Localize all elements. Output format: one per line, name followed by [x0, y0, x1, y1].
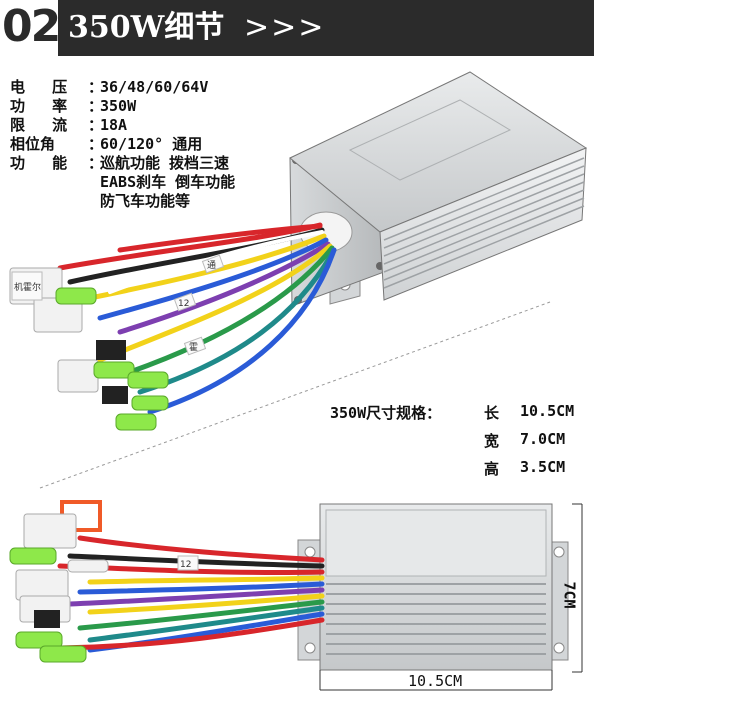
spec-row: 电 压 ：36/48/60/64V — [10, 78, 235, 97]
mount-hole — [553, 546, 565, 558]
divider-line — [39, 301, 551, 489]
bullet-connector — [127, 371, 169, 389]
spec-separator: ： — [88, 135, 104, 153]
housing-top-plate — [325, 509, 547, 577]
wire-tags: 12 — [177, 555, 199, 571]
dimension-value-width: 7.0CM — [520, 430, 566, 448]
spec-value: 350W — [100, 97, 137, 115]
connector-black — [102, 386, 128, 404]
spec-separator: ： — [88, 154, 104, 172]
spec-row: 相位角 ：60/120° 通用 — [10, 135, 235, 154]
spec-label: 相位角 — [10, 135, 56, 153]
bullet-connector — [9, 547, 57, 565]
bullet-connector — [55, 287, 97, 305]
dimension-lines — [319, 503, 583, 691]
spec-row: 功 能 ：巡航功能 拨档三速 — [10, 154, 235, 173]
spec-separator: ： — [88, 97, 104, 115]
spec-value: 巡航功能 拨档三速 — [100, 154, 230, 172]
connector-black — [34, 610, 60, 628]
spec-separator: ： — [88, 116, 104, 134]
spec-label: 功 率 — [10, 97, 68, 115]
wire-tag-label: 12 — [178, 299, 189, 309]
cooling-fins — [326, 583, 546, 655]
spec-list: 电 压：36/48/60/64V 功 率：350W 限 流：18A 相位角：60… — [10, 78, 235, 211]
bullet-connector — [115, 413, 157, 431]
dimension-heading: 350W尺寸规格： — [330, 404, 442, 422]
spec-label: 功 能 — [10, 154, 68, 172]
section-number: 02 — [2, 1, 61, 52]
bullet-connector — [93, 361, 135, 379]
spec-value: 18A — [100, 116, 128, 134]
section-header: 02 350W细节 >>> — [0, 0, 594, 56]
bullet-connector — [15, 631, 63, 649]
header-arrows: >>> — [244, 10, 326, 45]
bullet-connector — [39, 645, 87, 663]
dimension-label-length: 长 — [484, 404, 500, 422]
mount-hole — [304, 642, 316, 654]
spec-row: 限 流 ：18A — [10, 116, 235, 135]
wire-connectors — [9, 500, 109, 663]
connector-block — [67, 559, 109, 573]
dimension-value-height: 3.5CM — [520, 458, 566, 476]
connector-black — [96, 340, 126, 360]
connector-block — [23, 513, 77, 549]
spec-value: 36/48/60/64V — [100, 78, 209, 96]
cooling-fins — [383, 157, 585, 289]
dimension-value-length: 10.5CM — [520, 402, 575, 420]
spec-label: 限 流 — [10, 116, 68, 134]
section-number-box: 02 — [0, 0, 61, 56]
connector-block — [57, 359, 99, 393]
spec-continuation: EABS刹车 倒车功能 — [100, 173, 236, 191]
spec-continuation: 防飞车功能等 — [100, 192, 191, 210]
mount-hole — [304, 546, 316, 558]
section-title: 350W细节 — [68, 10, 225, 45]
bullet-connector — [131, 395, 169, 411]
wire-tag-label: 机霍尔 — [14, 281, 41, 293]
wire-bundle — [57, 222, 337, 415]
dimension-label-height: 高 — [484, 460, 500, 478]
dimension-label-width: 宽 — [484, 432, 500, 450]
wire-tag-label: 通 — [207, 260, 216, 271]
diagram-width-label: 10.5CM — [408, 672, 463, 690]
wire-tags: 机霍尔 通 12 霍 — [11, 254, 225, 356]
spec-separator: ： — [88, 78, 104, 96]
controller-top-view: 机霍尔 通 12 霍 — [9, 71, 588, 431]
wire-tag-label: 霍 — [189, 342, 198, 353]
mount-hole — [553, 642, 565, 654]
controller-side-view: 12 — [9, 500, 583, 691]
spec-label: 电 压 — [10, 78, 68, 96]
spec-row: 功 率 ：350W — [10, 97, 235, 116]
label-emboss — [348, 99, 512, 181]
spec-value: 60/120° 通用 — [100, 135, 203, 153]
wire-tag-label: 12 — [180, 560, 191, 570]
wire-bundle — [57, 535, 325, 653]
diagram-height-label: 7CM — [560, 581, 579, 609]
